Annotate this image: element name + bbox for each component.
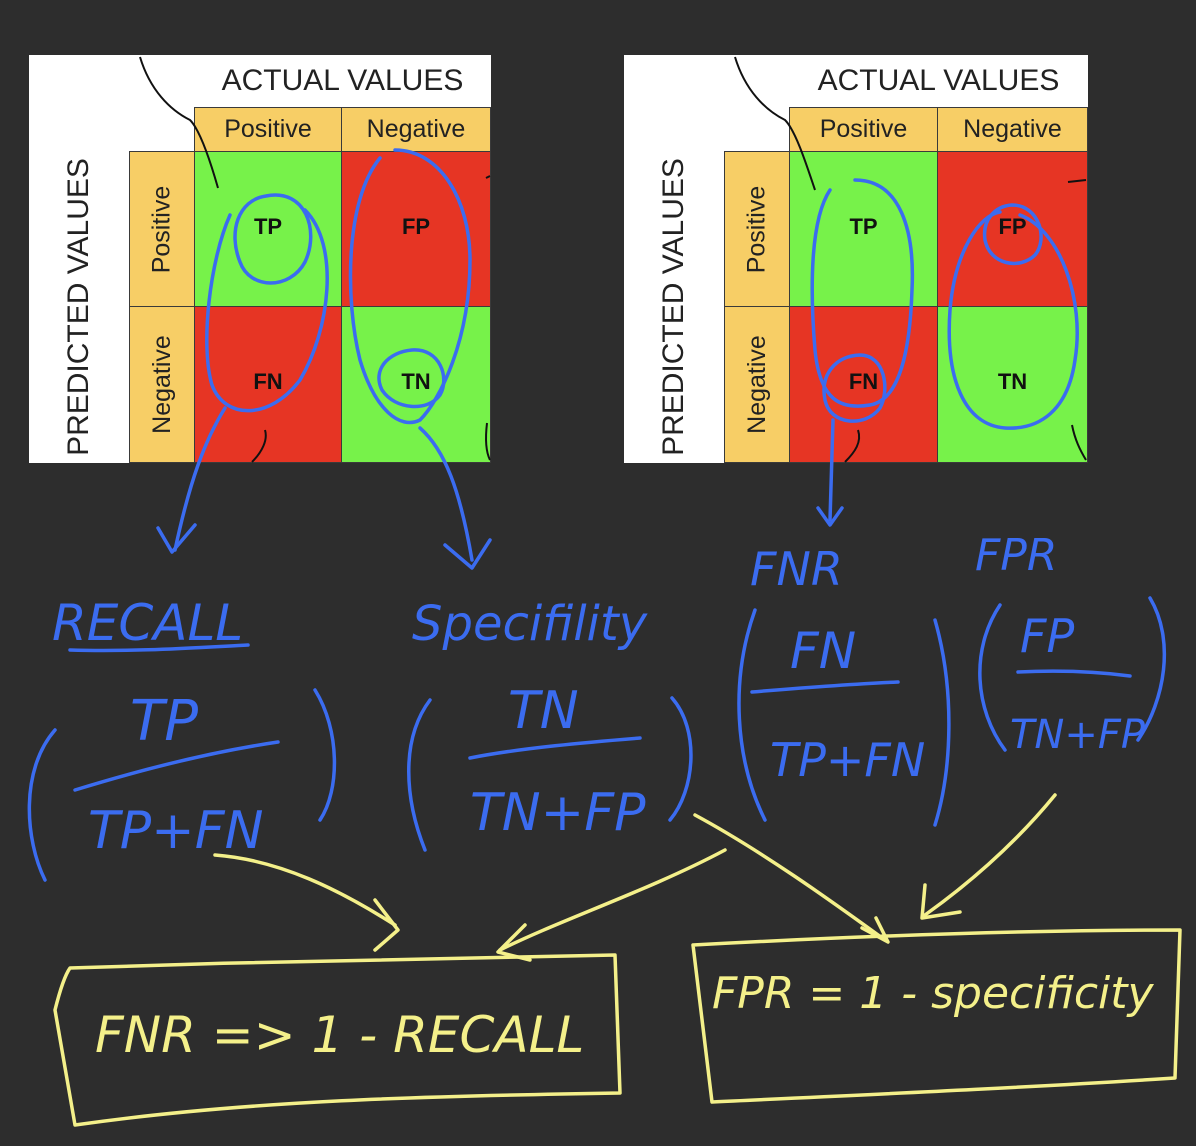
actual-values-title: ACTUAL VALUES bbox=[817, 64, 1060, 97]
specificity-paren-right bbox=[668, 696, 693, 822]
recall-to-fnr-arrowhead bbox=[373, 898, 400, 952]
actual-values-title: ACTUAL VALUES bbox=[221, 64, 464, 97]
fnr-denominator: TP+FN bbox=[770, 733, 925, 787]
matrix-left-tick-1 bbox=[485, 175, 491, 179]
specificity-paren-left bbox=[407, 698, 432, 852]
matrix-left-tick-3 bbox=[485, 422, 491, 461]
confusion-matrix-right: ACTUAL VALUES PREDICTED VALUES Positive … bbox=[624, 55, 1088, 463]
fn-label: FN bbox=[253, 368, 283, 394]
specificity-fraction-bar bbox=[468, 736, 642, 760]
arrow-to-recall-head bbox=[156, 523, 197, 554]
recall-paren-left bbox=[27, 728, 57, 882]
matrix-right-tick-3 bbox=[1071, 424, 1087, 461]
fpr-column-loop bbox=[947, 210, 1079, 430]
fnr-column-loop bbox=[810, 178, 915, 408]
tn-label: TN bbox=[997, 368, 1028, 394]
fnr-label: FNR bbox=[750, 542, 843, 596]
cell-false-positive: FP bbox=[937, 151, 1088, 307]
tn-label: TN bbox=[401, 368, 431, 394]
fpr-relation-text: FPR = 1 - specificity bbox=[712, 968, 1155, 1019]
arrow-to-fnr-head bbox=[816, 506, 844, 527]
col-header-negative: Negative bbox=[937, 107, 1088, 152]
fpr-paren-left bbox=[978, 603, 1007, 752]
specificity-denominator: TN+FP bbox=[470, 783, 646, 843]
arrow-to-specificity-shaft bbox=[418, 426, 474, 562]
matrix-right-pointer-line bbox=[734, 56, 816, 191]
specificity-label: Specifility bbox=[412, 596, 648, 652]
fpr-denominator: TN+FP bbox=[1010, 712, 1146, 758]
recall-paren-right bbox=[313, 688, 337, 822]
recall-column-loop bbox=[205, 208, 329, 413]
col-header-positive: Positive bbox=[194, 107, 342, 152]
specificity-numerator: TN bbox=[508, 681, 579, 741]
fpr-fraction-bar bbox=[1016, 669, 1132, 678]
fpr-label: FPR bbox=[975, 530, 1057, 581]
fnr-paren-right bbox=[933, 618, 951, 827]
matrix-right-tick-2 bbox=[844, 429, 861, 463]
matrix-left-tick-2 bbox=[251, 429, 267, 463]
confusion-matrix-left: ACTUAL VALUES PREDICTED VALUES Positive … bbox=[29, 55, 491, 463]
fpr-numerator: FP bbox=[1020, 609, 1074, 663]
fp-label: FP bbox=[998, 214, 1027, 239]
arrow-to-fnr-shaft bbox=[828, 418, 835, 522]
col-header-negative: Negative bbox=[341, 107, 491, 152]
specificity-to-fpr-arrow bbox=[693, 813, 887, 942]
fn-label: FN bbox=[848, 368, 879, 394]
recall-fraction-bar bbox=[73, 740, 280, 792]
fn-circle-right bbox=[822, 353, 887, 423]
recall-denominator: TP+FN bbox=[88, 801, 264, 861]
cell-false-negative: FN bbox=[194, 306, 342, 463]
fpr-to-fpr-relation-arrowhead bbox=[920, 883, 962, 920]
recall-numerator: TP bbox=[130, 689, 198, 754]
arrow-to-recall-shaft bbox=[173, 406, 227, 552]
recall-to-fnr-arrow bbox=[213, 853, 397, 927]
fpr-relation-box bbox=[691, 928, 1182, 1104]
fnr-relation-text: FNR => 1 - RECALL bbox=[95, 1006, 584, 1064]
specificity-to-fpr-arrowhead bbox=[860, 916, 890, 944]
arrow-to-specificity-head bbox=[443, 538, 492, 570]
cell-true-positive: TP bbox=[194, 151, 342, 307]
matrix-right-tick-1 bbox=[1067, 179, 1087, 183]
row-header-negative: Negative bbox=[724, 306, 790, 463]
tn-circle-left bbox=[377, 348, 446, 409]
tp-label: TP bbox=[253, 214, 283, 239]
specificity-column-loop bbox=[348, 148, 472, 425]
recall-underline bbox=[68, 643, 250, 653]
matrix-left-pointer-line bbox=[139, 56, 219, 189]
row-header-negative: Negative bbox=[129, 306, 195, 463]
cell-true-negative: TN bbox=[341, 306, 491, 463]
tp-circle-left bbox=[233, 193, 313, 285]
fp-label: FP bbox=[401, 214, 431, 239]
fnr-relation-box bbox=[53, 953, 622, 1127]
row-header-positive: Positive bbox=[724, 151, 790, 307]
recall-label: RECALL bbox=[52, 594, 243, 652]
fnr-numerator: FN bbox=[790, 622, 856, 680]
fpr-to-fpr-relation-arrow bbox=[923, 793, 1057, 917]
fnr-fraction-bar bbox=[750, 680, 900, 694]
cell-true-negative: TN bbox=[937, 306, 1088, 463]
specificity-to-fnr-arrow bbox=[498, 848, 727, 952]
fpr-paren-right bbox=[1136, 596, 1167, 742]
tp-label: TP bbox=[849, 214, 878, 239]
fnr-paren-left bbox=[737, 608, 767, 822]
